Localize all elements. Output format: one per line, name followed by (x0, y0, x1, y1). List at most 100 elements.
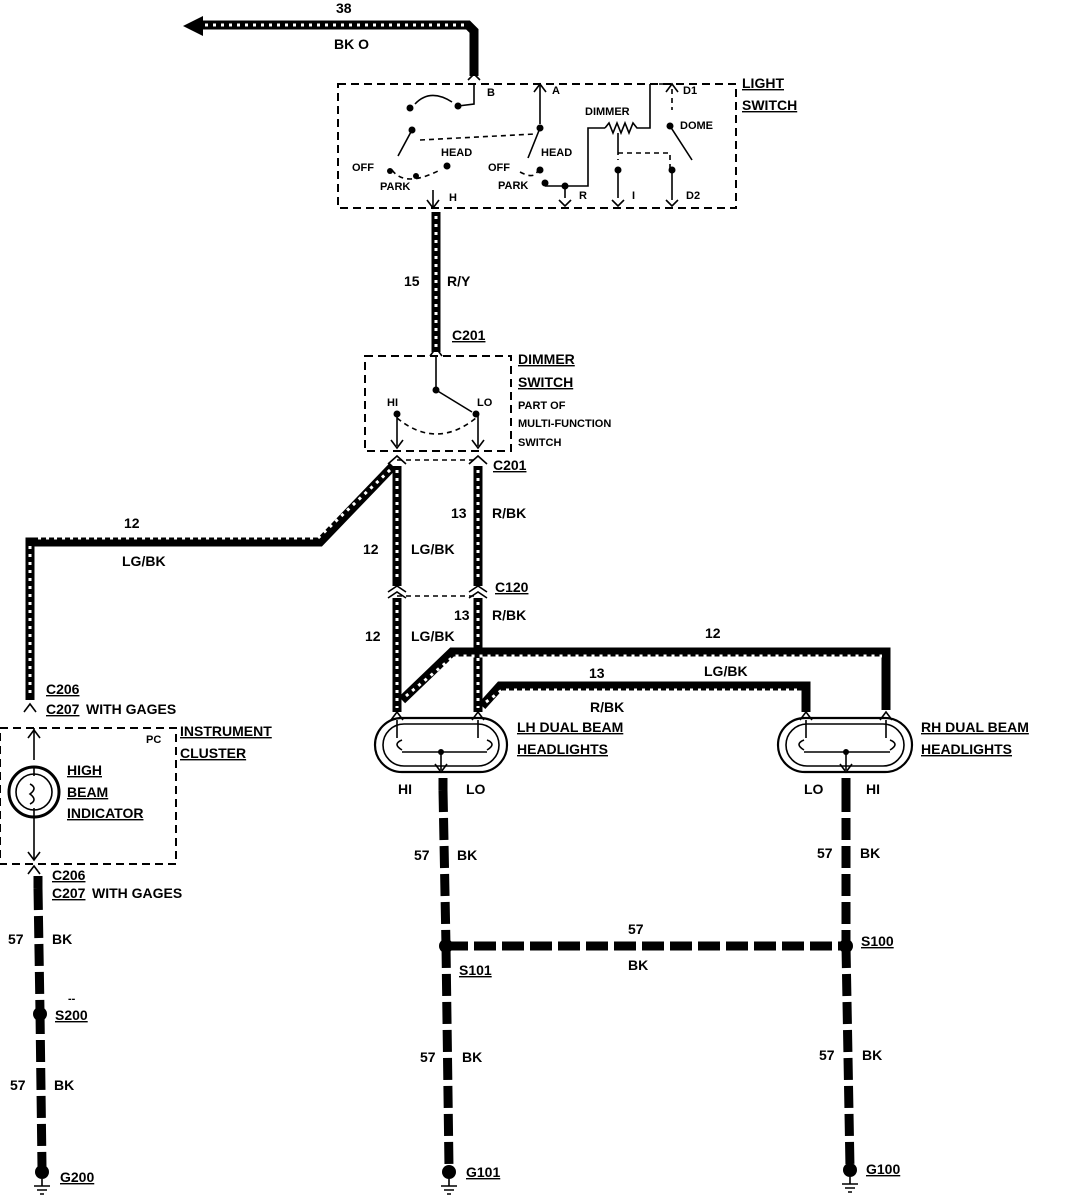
splice-s100-dot (839, 939, 853, 953)
wire-13-rh-color: R/BK (590, 699, 624, 715)
dimmer-hi: HI (387, 397, 398, 409)
connector-c206-top-symbol (23, 702, 37, 713)
connector-c120-symbol (387, 585, 488, 599)
wire-57-cluster-top-color: BK (52, 931, 72, 947)
wire-57-cluster-top-circuit: 57 (8, 931, 24, 947)
wire-57-g100-color: BK (862, 1047, 882, 1063)
lh-headlights-title-1: LH DUAL BEAM (517, 719, 623, 735)
rh-headlights-title-2: HEADLIGHTS (921, 741, 1012, 757)
wire-12-upper-circuit: 12 (363, 541, 379, 557)
dimmer-switch-note-2: MULTI-FUNCTION (518, 418, 611, 430)
wire-13-lower-color: R/BK (492, 607, 526, 623)
ls-head-1: HEAD (441, 147, 472, 159)
connector-c206-bottom: C206 (52, 867, 86, 883)
light-switch (337, 82, 737, 210)
dimmer-switch-note-3: SWITCH (518, 437, 561, 449)
ls-term-d2: D2 (686, 190, 700, 202)
wire-57-cluster (33, 876, 47, 1169)
connector-c206-bottom-symbol (27, 864, 41, 875)
wire-57-lh-color: BK (457, 847, 477, 863)
wire-12-lower-color: LG/BK (411, 628, 455, 644)
instrument-cluster-title-1: INSTRUMENT (180, 723, 272, 739)
wire-13-lower-circuit: 13 (454, 607, 470, 623)
wire-38-arrow (183, 16, 203, 36)
wire-15 (429, 212, 443, 357)
dimmer-switch-box (364, 355, 512, 452)
ls-term-i: I (632, 190, 635, 202)
connector-c207-bottom-suffix: WITH GAGES (92, 885, 182, 901)
light-switch-title-1: LIGHT (742, 75, 784, 91)
high-beam-indicator-2: BEAM (67, 784, 108, 800)
ls-head-2: HEAD (541, 147, 572, 159)
rh-headlights (776, 710, 914, 774)
instrument-cluster-title-2: CLUSTER (180, 745, 246, 761)
dimmer-switch-note-1: PART OF (518, 400, 566, 412)
wire-12-rh (398, 647, 891, 710)
connector-c201-bottom-symbol (387, 454, 488, 465)
wire-12-cluster (25, 462, 397, 700)
wire-15-circuit: 15 (404, 273, 420, 289)
wire-57-rh-color: BK (860, 845, 880, 861)
ls-park-2: PARK (498, 180, 528, 192)
wire-38 (183, 16, 481, 81)
ls-off-1: OFF (352, 162, 374, 174)
wire-57-g101-circuit: 57 (420, 1049, 436, 1065)
splice-s101: S101 (459, 962, 492, 978)
splice-s200-mark: -- (68, 993, 76, 1005)
light-switch-box (337, 83, 737, 209)
ground-g101: G101 (466, 1164, 500, 1180)
lh-headlights-lo: LO (466, 781, 486, 797)
rh-headlights-lo: LO (804, 781, 824, 797)
ls-term-r: R (579, 190, 587, 202)
splice-s100: S100 (861, 933, 894, 949)
ls-park-1: PARK (380, 181, 410, 193)
lh-headlights-hi: HI (398, 781, 412, 797)
connector-c120: C120 (495, 579, 529, 595)
ls-dimmer: DIMMER (585, 106, 630, 118)
rh-headlights-title-1: RH DUAL BEAM (921, 719, 1029, 735)
wire-13-rh-circuit: 13 (589, 665, 605, 681)
wire-38-color: BK O (334, 36, 369, 52)
wire-12-rh-circuit: 12 (705, 625, 721, 641)
connector-c201-bottom: C201 (493, 457, 527, 473)
wire-12-lower-circuit: 12 (365, 628, 381, 644)
wire-57-rh (841, 778, 855, 1169)
ls-term-d1: D1 (683, 85, 697, 97)
wire-57-g100-circuit: 57 (819, 1047, 835, 1063)
lh-headlights-title-2: HEADLIGHTS (517, 741, 608, 757)
ground-g100: G100 (866, 1161, 900, 1177)
wire-13-upper-circuit: 13 (451, 505, 467, 521)
connector-c207-top: C207 (46, 701, 80, 717)
instrument-cluster (0, 727, 177, 865)
splice-s200: S200 (55, 1007, 88, 1023)
splice-s200-dot (33, 1007, 47, 1021)
connector-c206-top: C206 (46, 681, 80, 697)
splice-s101-dot (439, 939, 453, 953)
ls-term-b: B (487, 87, 495, 99)
wire-57-cluster-bot-color: BK (54, 1077, 74, 1093)
lh-headlights (373, 710, 509, 774)
dimmer-switch (364, 355, 512, 452)
rh-headlights-hi: HI (866, 781, 880, 797)
connector-c201-top: C201 (452, 327, 486, 343)
ground-g100-icon (842, 1163, 858, 1193)
ls-dome: DOME (680, 120, 713, 132)
connector-c207-top-suffix: WITH GAGES (86, 701, 176, 717)
dimmer-switch-title-1: DIMMER (518, 351, 575, 367)
wire-57-rh-circuit: 57 (817, 845, 833, 861)
high-beam-indicator-3: INDICATOR (67, 805, 143, 821)
wire-38-circuit: 38 (336, 0, 352, 16)
ground-g101-icon (441, 1165, 457, 1195)
wire-13-upper-color: R/BK (492, 505, 526, 521)
wire-12-upper-color: LG/BK (411, 541, 455, 557)
ls-off-2: OFF (488, 162, 510, 174)
wire-13-rh (478, 681, 811, 712)
wire-12-cluster-color: LG/BK (122, 553, 166, 569)
wire-57-cross-color: BK (628, 957, 648, 973)
wire-57-lh-circuit: 57 (414, 847, 430, 863)
high-beam-indicator-1: HIGH (67, 762, 102, 778)
instrument-cluster-pc: PC (146, 734, 161, 746)
ls-term-a: A (552, 85, 560, 97)
wire-12-rh-color: LG/BK (704, 663, 748, 679)
